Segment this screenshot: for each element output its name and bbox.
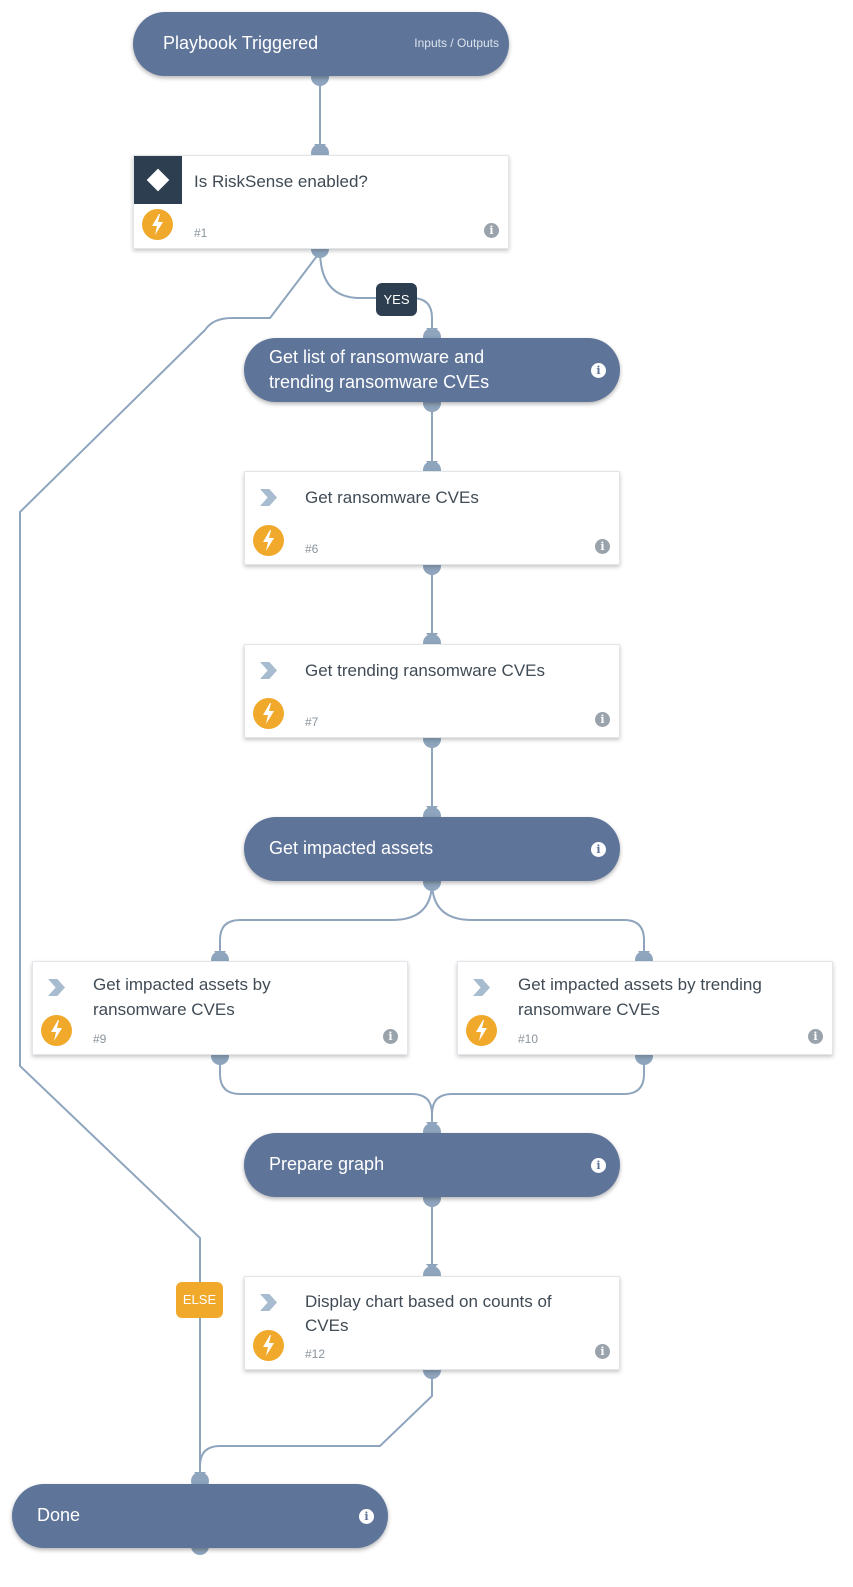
info-icon[interactable]: i <box>484 223 499 238</box>
info-icon[interactable]: i <box>383 1029 398 1044</box>
chevron-icon <box>260 489 277 506</box>
section-title: Get impacted assets <box>269 838 434 858</box>
task-title-line2: ransomware CVEs <box>518 1000 660 1019</box>
info-icon[interactable]: i <box>591 363 606 378</box>
chevron-icon <box>260 1294 277 1311</box>
info-icon[interactable]: i <box>595 539 610 554</box>
task-title-line1: Get trending ransomware CVEs <box>305 661 545 680</box>
diamond-icon <box>134 156 182 204</box>
task-number: #6 <box>305 542 319 556</box>
connector-t10-to-prepare <box>431 1056 645 1115</box>
connector-condition-else <box>19 251 321 1473</box>
section-title-line1: Get list of ransomware and <box>269 347 485 367</box>
task-get-impacted-assets-by-trending-ransomware-cves[interactable]: Get impacted assets by trending ransomwa… <box>457 961 833 1055</box>
chevron-icon <box>473 979 490 996</box>
task-title-line1: Display chart based on counts of <box>305 1292 552 1311</box>
lightning-icon <box>253 1330 284 1361</box>
task-title-line1: Get impacted assets by <box>93 975 271 994</box>
section-get-impacted-assets[interactable]: Get impacted assets i <box>244 817 620 881</box>
lightning-icon <box>41 1015 72 1046</box>
chevron-icon <box>48 979 65 996</box>
section-done[interactable]: Done i <box>12 1484 388 1548</box>
task-number: #7 <box>305 715 319 729</box>
task-title-line2: CVEs <box>305 1316 349 1335</box>
condition-node[interactable]: Is RiskSense enabled? #1 i <box>133 155 509 249</box>
task-get-ransomware-cves[interactable]: Get ransomware CVEs #6 i <box>244 471 620 565</box>
lightning-icon <box>142 209 173 240</box>
info-icon[interactable]: i <box>591 842 606 857</box>
info-icon[interactable]: i <box>808 1029 823 1044</box>
connector-t12-to-done <box>199 1370 433 1478</box>
section-prepare-graph[interactable]: Prepare graph i <box>244 1133 620 1197</box>
connector-t9-to-prepare <box>219 1056 433 1128</box>
lightning-icon <box>253 525 284 556</box>
task-number: #9 <box>93 1032 107 1046</box>
task-get-impacted-assets-by-ransomware-cves[interactable]: Get impacted assets by ransomware CVEs #… <box>32 961 408 1055</box>
lightning-icon <box>466 1015 497 1046</box>
section-get-list-of-ransomware-cves[interactable]: Get list of ransomware and trending rans… <box>244 338 620 402</box>
section-title-line2: trending ransomware CVEs <box>269 372 490 392</box>
task-display-chart-based-on-counts-of-cves[interactable]: Display chart based on counts of CVEs #1… <box>244 1276 620 1370</box>
chevron-icon <box>260 662 277 679</box>
task-get-trending-ransomware-cves[interactable]: Get trending ransomware CVEs #7 i <box>244 644 620 738</box>
section-title: Prepare graph <box>269 1154 385 1174</box>
connector-impacted-to-t9 <box>219 881 433 957</box>
playbook-triggered-node[interactable]: Playbook Triggered Inputs / Outputs <box>133 12 509 76</box>
section-title: Done <box>37 1505 81 1525</box>
info-icon[interactable]: i <box>359 1509 374 1524</box>
condition-title: Is RiskSense enabled? <box>194 172 368 191</box>
else-branch-label[interactable]: ELSE <box>176 1282 223 1318</box>
inputs-outputs-link[interactable]: Inputs / Outputs <box>414 36 499 50</box>
task-number: #10 <box>518 1032 539 1046</box>
info-icon[interactable]: i <box>595 1344 610 1359</box>
lightning-icon <box>253 698 284 729</box>
connector-impacted-to-t10 <box>431 881 645 957</box>
yes-branch-label[interactable]: YES <box>376 283 417 316</box>
task-title-line2: ransomware CVEs <box>93 1000 235 1019</box>
info-icon[interactable]: i <box>595 712 610 727</box>
trigger-title: Playbook Triggered <box>163 33 319 53</box>
task-number: #1 <box>194 226 208 240</box>
task-title-line1: Get ransomware CVEs <box>305 488 479 507</box>
task-number: #12 <box>305 1347 326 1361</box>
task-title-line1: Get impacted assets by trending <box>518 975 762 994</box>
info-icon[interactable]: i <box>591 1158 606 1173</box>
